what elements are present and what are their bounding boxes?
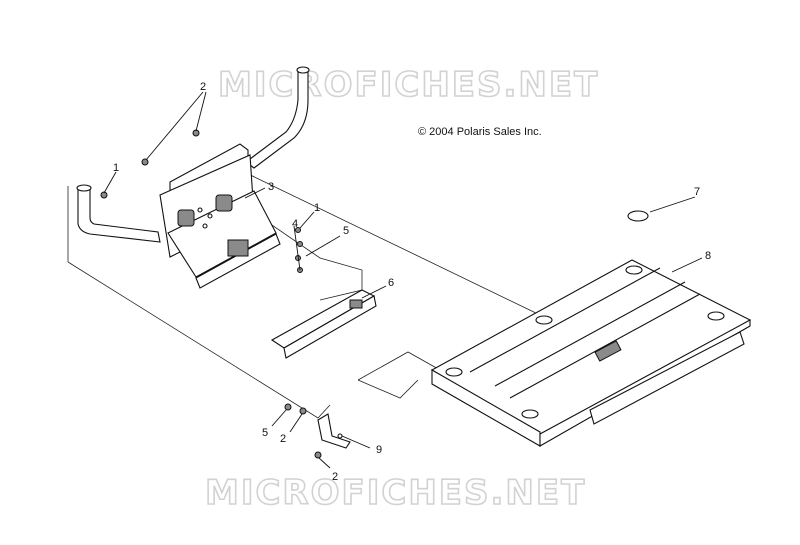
plug-cap — [627, 210, 649, 222]
callout-9-side-bracket: 9 — [376, 444, 382, 456]
callout-1-fastener: 1 — [314, 202, 320, 214]
callout-6-channel: 6 — [388, 277, 394, 289]
callout-2-top: 2 — [200, 81, 206, 93]
cargo-box-floor — [430, 259, 752, 447]
watermark-top: MICROFICHES.NET — [218, 65, 599, 105]
copyright-text: © 2004 Polaris Sales Inc. — [418, 126, 542, 138]
front-bracket-assembly — [159, 143, 281, 289]
callout-3-bracket: 3 — [268, 181, 274, 193]
callout-2-bottom: 2 — [332, 471, 338, 483]
fasteners — [100, 129, 322, 459]
callout-2-bolt: 2 — [280, 433, 286, 445]
callout-5-bolt: 5 — [262, 427, 268, 439]
side-bracket — [317, 413, 351, 449]
leader-lines — [103, 91, 703, 469]
front-bumper-tube — [76, 66, 310, 243]
callout-4-washers: 4 — [292, 218, 298, 230]
assembly-outline — [67, 169, 541, 419]
callout-7-plug: 7 — [694, 186, 700, 198]
callout-1-bumper: 1 — [113, 162, 119, 174]
channel-bracket — [270, 289, 377, 359]
callout-8-floor: 8 — [705, 250, 711, 262]
callout-5-nut: 5 — [343, 225, 349, 237]
watermark-bottom: MICROFICHES.NET — [205, 473, 586, 513]
